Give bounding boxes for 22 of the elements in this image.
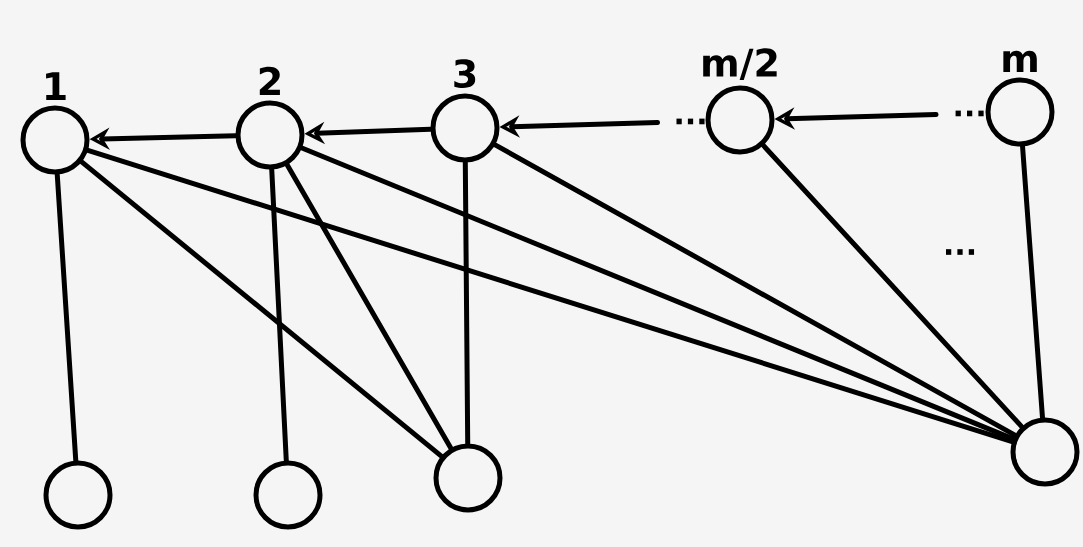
connector-line [269,166,289,464]
node-label: 2 [259,66,280,95]
node-circle [253,460,323,530]
connector-line [299,145,1016,442]
node-label: m [1003,50,1037,72]
connector-line [284,162,454,451]
ellipsis-label: ... [946,249,975,255]
connector-line [1020,143,1045,421]
node-label: 3 [454,59,476,88]
connector-line [54,171,79,464]
edge-label: ... [676,118,705,125]
edge-label: ... [955,110,984,117]
connector-line [79,159,444,459]
connector-line [85,147,1015,445]
connector-line [492,142,1018,438]
node-circle [43,460,113,530]
node-circle [1010,417,1080,487]
connector-line [462,160,471,446]
connector-line [760,142,1025,430]
node-circle [433,443,503,513]
node-label: m/2 [703,48,777,80]
node-label: 1 [46,72,66,100]
